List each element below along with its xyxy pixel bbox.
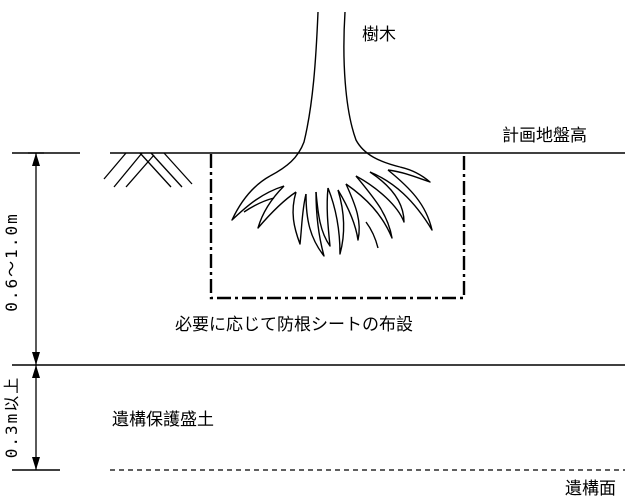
depth-dimension-label: 0.6～1.0m xyxy=(2,212,21,311)
fill-dimension-label: 0.3m以上 xyxy=(2,376,21,459)
depth-dimension-line xyxy=(28,152,44,365)
tree-label: 樹木 xyxy=(362,25,396,45)
feature-surface-label: 遺構面 xyxy=(565,479,616,499)
ground-hatch-symbol xyxy=(103,152,193,188)
root-barrier-sheet-outline xyxy=(209,154,466,300)
depth-dimension-arrow-bottom xyxy=(32,352,40,365)
fill-dimension-arrow-bottom xyxy=(32,457,40,470)
depth-dimension-arrow-top xyxy=(32,153,40,166)
protective-fill-label: 遺構保護盛土 xyxy=(112,410,214,430)
fill-dimension-arrow-top xyxy=(32,365,40,378)
root-sheet-note-label: 必要に応じて防根シートの布設 xyxy=(175,315,413,335)
planned-ground-level-label: 計画地盤高 xyxy=(502,126,587,146)
tree-trunk-and-roots xyxy=(231,11,433,257)
